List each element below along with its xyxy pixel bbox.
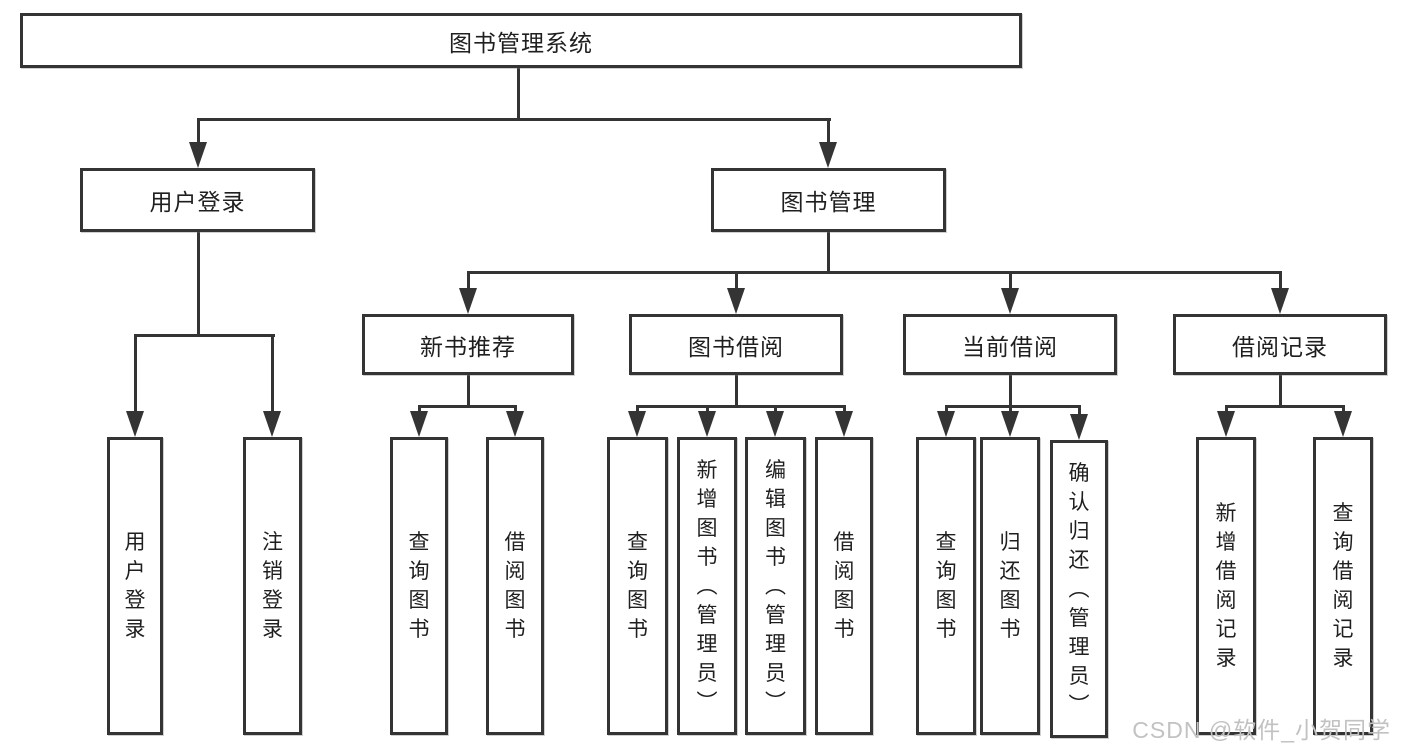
arrowhead-icon xyxy=(1217,411,1235,437)
connector xyxy=(197,118,200,148)
arrowhead-icon xyxy=(263,411,281,437)
node-root: 图书管理系统 xyxy=(20,13,1022,68)
connector xyxy=(1225,405,1345,408)
connector xyxy=(1279,375,1282,407)
connector xyxy=(1279,271,1282,291)
connector xyxy=(467,271,1282,274)
leaf-add-borrowing-record: 新增借阅记录 xyxy=(1196,437,1256,735)
leaf-query-books: 查询图书 xyxy=(607,437,668,735)
connector xyxy=(827,232,830,273)
leaf-query-books: 查询图书 xyxy=(916,437,976,735)
arrowhead-icon xyxy=(1001,411,1019,437)
arrowhead-icon xyxy=(410,411,428,437)
arrowhead-icon xyxy=(459,288,477,314)
connector xyxy=(735,271,738,291)
connector xyxy=(1009,271,1012,291)
leaf-logout: 注销登录 xyxy=(243,437,302,735)
node-book-management: 图书管理 xyxy=(711,168,946,232)
arrowhead-icon xyxy=(1070,414,1088,440)
leaf-confirm-return-admin: 确认归还︵管理员︶ xyxy=(1050,440,1108,738)
node-current-borrowing: 当前借阅 xyxy=(903,314,1117,375)
connector xyxy=(517,68,520,120)
leaf-borrow-books: 借阅图书 xyxy=(815,437,873,735)
arrowhead-icon xyxy=(1001,288,1019,314)
node-user-login: 用户登录 xyxy=(80,168,315,232)
leaf-borrow-books: 借阅图书 xyxy=(486,437,544,735)
leaf-add-books-admin: 新增图书︵管理员︶ xyxy=(677,437,737,735)
arrowhead-icon xyxy=(727,288,745,314)
connector xyxy=(197,118,831,121)
arrowhead-icon xyxy=(189,142,207,168)
node-book-borrowing: 图书借阅 xyxy=(629,314,843,375)
arrowhead-icon xyxy=(835,411,853,437)
connector xyxy=(827,118,830,148)
arrowhead-icon xyxy=(126,411,144,437)
leaf-edit-books-admin: 编辑图书︵管理员︶ xyxy=(745,437,806,735)
connector xyxy=(134,334,275,337)
csdn-watermark: CSDN @软件_小贺同学 xyxy=(1132,717,1391,743)
arrowhead-icon xyxy=(698,411,716,437)
arrowhead-icon xyxy=(1271,288,1289,314)
connector xyxy=(197,232,200,336)
arrowhead-icon xyxy=(937,411,955,437)
node-new-book-recommendation: 新书推荐 xyxy=(362,314,574,375)
connector xyxy=(467,375,470,407)
leaf-query-books: 查询图书 xyxy=(390,437,448,735)
arrowhead-icon xyxy=(628,411,646,437)
arrowhead-icon xyxy=(506,411,524,437)
connector xyxy=(1009,375,1012,407)
arrowhead-icon xyxy=(766,411,784,437)
connector xyxy=(636,405,846,408)
connector xyxy=(735,375,738,407)
leaf-return-books: 归还图书 xyxy=(980,437,1040,735)
connector xyxy=(134,334,137,414)
arrowhead-icon xyxy=(819,142,837,168)
arrowhead-icon xyxy=(1334,411,1352,437)
connector xyxy=(1078,405,1081,419)
leaf-user-login: 用户登录 xyxy=(107,437,163,735)
leaf-query-borrowing-record: 查询借阅记录 xyxy=(1313,437,1373,735)
connector xyxy=(271,334,274,414)
connector xyxy=(945,405,1081,408)
connector xyxy=(418,405,517,408)
connector xyxy=(467,271,470,291)
node-borrowing-records: 借阅记录 xyxy=(1173,314,1387,375)
